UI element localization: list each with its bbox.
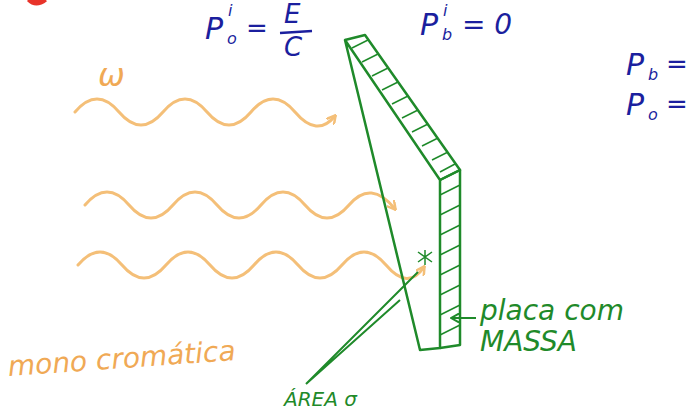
plate-side [440,170,460,348]
equals-sign: = [666,90,688,119]
momentum-symbol: P [626,88,644,121]
wave [85,192,395,218]
light-label: mono cromática [7,336,237,383]
area-label: ÁREA σ [284,388,357,410]
plate-top [345,35,460,180]
equals-sign: = [666,50,688,79]
omega-label: ω [98,58,125,93]
wave [75,99,335,126]
leader-line [306,272,418,384]
subscript: b [648,66,658,84]
fraction-numerator: E [284,0,300,29]
fraction-denominator: C [284,33,302,62]
hatching [352,40,460,335]
subscript: o [227,30,237,48]
subscript: o [648,106,658,124]
red-mark [28,0,46,4]
wave [78,252,424,279]
superscript: i [443,2,447,20]
leader-line [452,317,476,319]
plate [345,35,460,350]
plate-label: placa com MASSA [480,296,640,358]
equals-sign: = [246,14,268,43]
equation-value: = 0 [462,10,512,41]
momentum-symbol: P [626,48,644,81]
subscript: b [442,26,452,44]
light-waves [75,99,424,279]
momentum-symbol: P [205,12,223,45]
superscript: i [228,2,232,20]
momentum-symbol: P [420,8,438,41]
plate-face [345,40,440,350]
